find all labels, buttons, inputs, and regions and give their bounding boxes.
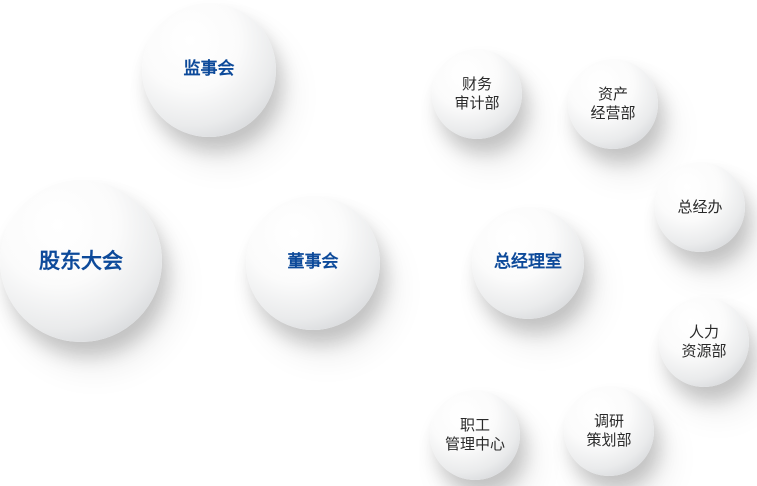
node-shareholders-meeting[interactable]: 股东大会 bbox=[0, 180, 162, 342]
node-label: 董事会 bbox=[287, 252, 339, 273]
node-label: 财务 审计部 bbox=[454, 75, 500, 112]
node-human-resources[interactable]: 人力 资源部 bbox=[659, 297, 749, 387]
node-label: 股东大会 bbox=[39, 248, 123, 273]
node-general-office[interactable]: 总经办 bbox=[655, 162, 745, 252]
node-research-planning[interactable]: 调研 策划部 bbox=[564, 386, 654, 476]
node-label: 资产 经营部 bbox=[590, 85, 636, 122]
node-label: 调研 策划部 bbox=[586, 412, 632, 449]
node-label: 职工 管理中心 bbox=[444, 416, 505, 453]
node-asset-operation[interactable]: 资产 经营部 bbox=[568, 59, 658, 149]
node-label: 总经办 bbox=[677, 197, 723, 216]
node-supervisory-board[interactable]: 监事会 bbox=[142, 3, 276, 137]
node-label: 监事会 bbox=[183, 59, 235, 80]
node-label: 人力 资源部 bbox=[681, 323, 727, 360]
node-general-manager-office[interactable]: 总经理室 bbox=[472, 207, 584, 319]
node-finance-audit[interactable]: 财务 审计部 bbox=[432, 49, 522, 139]
node-staff-management-center[interactable]: 职工 管理中心 bbox=[430, 390, 520, 480]
node-board-of-directors[interactable]: 董事会 bbox=[246, 196, 380, 330]
node-label: 总经理室 bbox=[494, 252, 562, 273]
